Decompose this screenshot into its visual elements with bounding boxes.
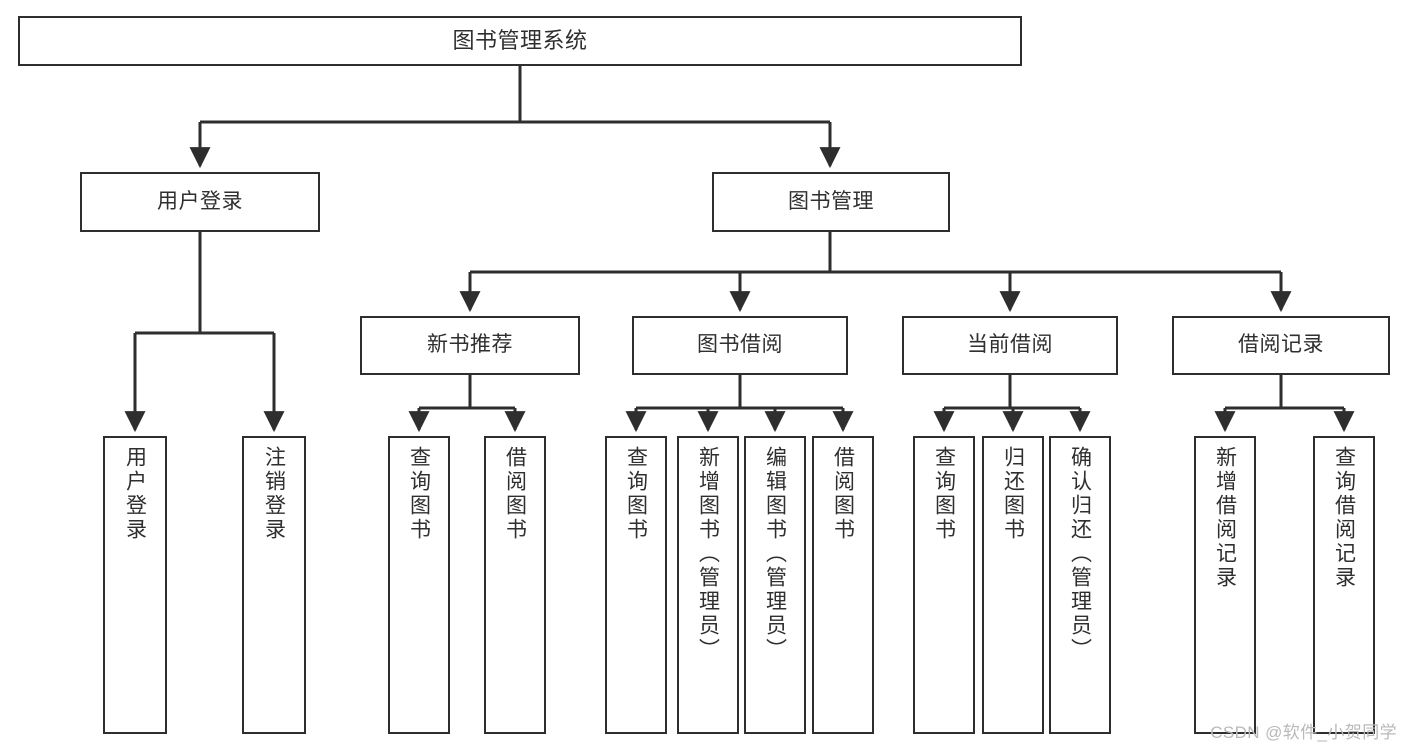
leaf-user-login[interactable]: 用户登录 (103, 436, 167, 734)
leaf-query-book-current[interactable]: 查询图书 (913, 436, 975, 734)
leaf-user-login-label: 用户登录 (123, 446, 147, 542)
node-current-borrow-label: 当前借阅 (967, 333, 1053, 357)
leaf-borrow-book[interactable]: 借阅图书 (812, 436, 874, 734)
leaf-query-book-new-label: 查询图书 (407, 446, 431, 542)
leaf-query-borrow-record-label: 查询借阅记录 (1332, 446, 1356, 590)
leaf-logout-label: 注销登录 (262, 446, 286, 542)
leaf-edit-book-admin[interactable]: 编辑图书（管理员） (744, 436, 806, 734)
node-user-login[interactable]: 用户登录 (80, 172, 320, 232)
leaf-add-borrow-record[interactable]: 新增借阅记录 (1194, 436, 1256, 734)
node-new-book-recommend-label: 新书推荐 (427, 333, 513, 357)
leaf-query-book-borrow[interactable]: 查询图书 (605, 436, 667, 734)
leaf-borrow-book-new[interactable]: 借阅图书 (484, 436, 546, 734)
leaf-return-book[interactable]: 归还图书 (982, 436, 1044, 734)
node-root-label: 图书管理系统 (452, 28, 588, 54)
leaf-borrow-book-new-label: 借阅图书 (503, 446, 527, 542)
node-book-borrow-label: 图书借阅 (697, 333, 783, 357)
leaf-query-book-borrow-label: 查询图书 (624, 446, 648, 542)
node-book-management[interactable]: 图书管理 (712, 172, 950, 232)
leaf-add-book-admin-label: 新增图书（管理员） (696, 446, 720, 662)
node-user-login-label: 用户登录 (157, 189, 243, 213)
leaf-logout[interactable]: 注销登录 (242, 436, 306, 734)
node-current-borrow[interactable]: 当前借阅 (902, 316, 1118, 375)
leaf-edit-book-admin-label: 编辑图书（管理员） (763, 446, 787, 662)
leaf-query-borrow-record[interactable]: 查询借阅记录 (1313, 436, 1375, 734)
node-book-management-label: 图书管理 (788, 189, 874, 213)
leaf-add-borrow-record-label: 新增借阅记录 (1213, 446, 1237, 590)
leaf-return-book-label: 归还图书 (1001, 446, 1025, 542)
node-root[interactable]: 图书管理系统 (18, 16, 1022, 66)
watermark-text: CSDN @软件_小贺同学 (1210, 723, 1397, 742)
leaf-confirm-return-admin[interactable]: 确认归还（管理员） (1049, 436, 1111, 734)
leaf-borrow-book-label: 借阅图书 (831, 446, 855, 542)
leaf-confirm-return-admin-label: 确认归还（管理员） (1068, 446, 1092, 662)
node-borrow-record-label: 借阅记录 (1238, 333, 1324, 357)
node-new-book-recommend[interactable]: 新书推荐 (360, 316, 580, 375)
leaf-add-book-admin[interactable]: 新增图书（管理员） (677, 436, 739, 734)
node-borrow-record[interactable]: 借阅记录 (1172, 316, 1390, 375)
leaf-query-book-new[interactable]: 查询图书 (388, 436, 450, 734)
node-book-borrow[interactable]: 图书借阅 (632, 316, 848, 375)
leaf-query-book-current-label: 查询图书 (932, 446, 956, 542)
